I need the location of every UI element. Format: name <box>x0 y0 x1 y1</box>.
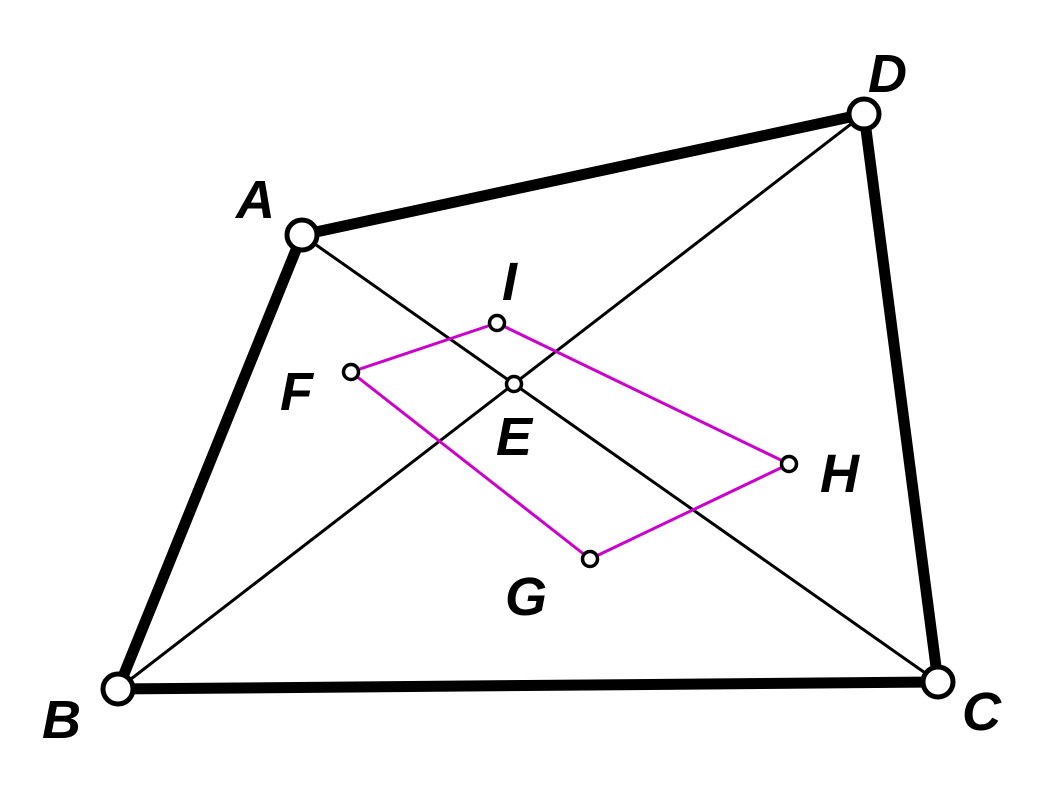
point-a <box>284 217 320 253</box>
point-g <box>580 549 600 569</box>
edge-ih <box>496 321 790 466</box>
diagonal-bd <box>117 112 865 691</box>
label-i: I <box>502 252 518 312</box>
edge-ad <box>296 108 870 241</box>
point-b <box>100 671 136 707</box>
label-b: B <box>42 690 81 750</box>
label-h: H <box>820 444 860 504</box>
label-c: C <box>962 682 1002 742</box>
point-e <box>504 374 524 394</box>
label-d: D <box>868 44 907 104</box>
edge-gf <box>350 370 591 561</box>
edge-hg <box>589 462 790 561</box>
edge-dc <box>858 108 944 688</box>
edge-cb <box>112 676 944 695</box>
point-c <box>920 664 956 700</box>
point-i <box>487 313 507 333</box>
label-g: G <box>505 567 547 627</box>
label-e: E <box>496 407 534 467</box>
point-d <box>846 96 882 132</box>
point-f <box>341 362 361 382</box>
edge-fi <box>350 321 498 374</box>
label-f: F <box>280 362 315 422</box>
diagonal-ac <box>301 233 939 684</box>
point-h <box>779 454 799 474</box>
label-a: A <box>234 170 275 230</box>
edge-ba <box>112 229 308 695</box>
